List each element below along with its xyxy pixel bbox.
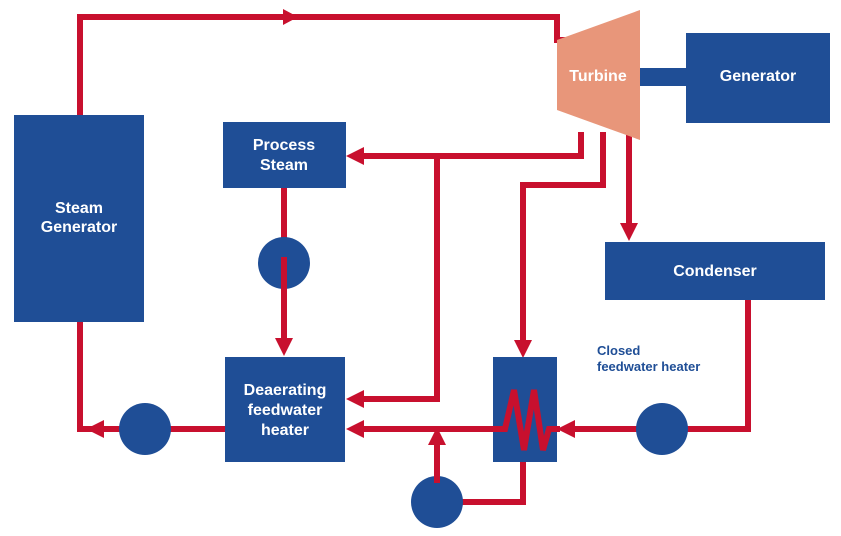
pump-icon bbox=[636, 403, 688, 455]
steam-generator: Steam Generator bbox=[14, 115, 144, 322]
pipe-extraction-closed-heater bbox=[520, 132, 606, 348]
turbine-label: Turbine bbox=[569, 68, 627, 85]
process-steam-label-line2: Steam bbox=[260, 157, 308, 174]
flow-arrow-drain-return bbox=[428, 427, 446, 445]
flow-arrow-into-heater bbox=[557, 420, 575, 438]
zigzag-coil-icon bbox=[490, 389, 560, 451]
closed-feedwater-heater bbox=[490, 357, 560, 462]
pipe-network bbox=[77, 9, 751, 505]
flow-arrow-feedwater bbox=[86, 420, 104, 438]
condenser: Condenser bbox=[605, 242, 825, 300]
pipe-condensate bbox=[687, 297, 751, 432]
flow-arrow-closed-heater-steam bbox=[514, 340, 532, 358]
turbine-shaft bbox=[640, 68, 688, 86]
flow-arrow-process-steam bbox=[346, 147, 364, 165]
pipe-feedwater-return bbox=[77, 319, 121, 432]
turbine-shape bbox=[557, 10, 640, 140]
condenser-label: Condenser bbox=[673, 263, 757, 280]
flow-arrow-deaerator-steam bbox=[346, 390, 364, 408]
condensate-pump bbox=[636, 403, 688, 455]
turbine: Turbine bbox=[557, 10, 640, 140]
flow-arrow-main-steam bbox=[283, 9, 298, 25]
pipe-extraction-deaerator bbox=[355, 153, 440, 402]
process-steam-label-line1: Process bbox=[253, 137, 315, 154]
closed-heater-note-line1: Closed bbox=[597, 343, 640, 358]
steam-generator-label-line1: Steam bbox=[55, 200, 103, 217]
drain-pump bbox=[411, 476, 463, 528]
pump-icon bbox=[119, 403, 171, 455]
flow-arrow-into-deaerator bbox=[346, 420, 364, 438]
deaerator-label-line3: heater bbox=[261, 422, 309, 439]
feedwater-pump bbox=[119, 403, 171, 455]
generator: Generator bbox=[686, 33, 830, 123]
steam-generator-label-line2: Generator bbox=[41, 219, 117, 236]
deaerator-label-line1: Deaerating bbox=[244, 382, 327, 399]
generator-label: Generator bbox=[720, 68, 796, 85]
pump-icon bbox=[411, 476, 463, 528]
process-steam-unit: Process Steam bbox=[223, 122, 346, 188]
closed-feedwater-heater-note: Closed feedwater heater bbox=[597, 343, 700, 374]
deaerator-label-line2: feedwater bbox=[248, 402, 323, 419]
pipe-drain bbox=[460, 459, 526, 505]
flow-arrow-condenser bbox=[620, 223, 638, 241]
flow-arrow-process-return bbox=[275, 338, 293, 356]
deaerating-feedwater-heater: Deaerating feedwater heater bbox=[225, 357, 345, 462]
closed-heater-note-line2: feedwater heater bbox=[597, 359, 700, 374]
pipe-extraction-process bbox=[355, 132, 584, 159]
pipe-main-steam bbox=[77, 14, 581, 118]
